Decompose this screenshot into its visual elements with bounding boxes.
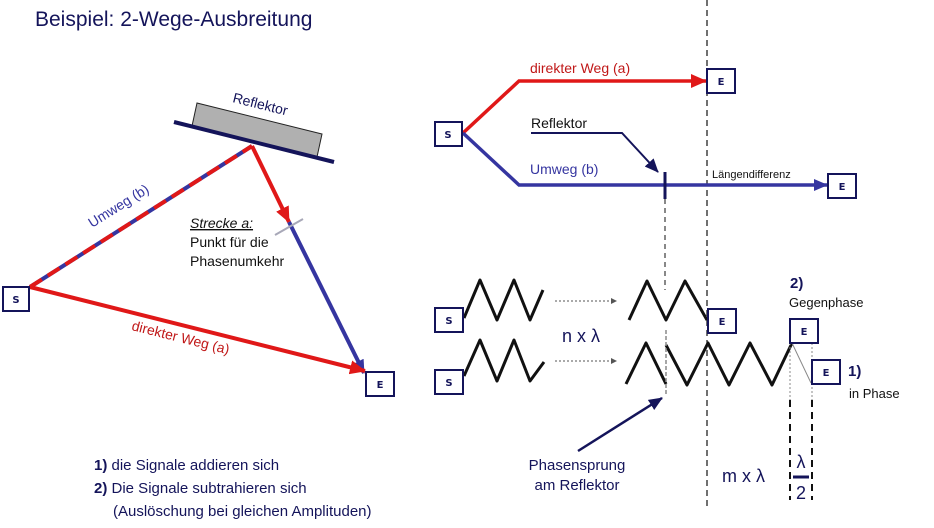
reflector-surface [173,120,335,164]
reflector-pointer-arrow [531,132,659,173]
wave-diagram: n x λ m x λ λ 2 2) Gegenphase 1) in Phas… [434,275,900,503]
detour-path-in-red [28,144,254,289]
wave-sender-bottom-box: S [434,369,464,395]
reflected-path-red [250,145,291,223]
received-wave-detour-a [624,341,668,385]
strecke-label: Strecke a: [190,215,253,231]
length-diff-label: Längendifferenz [712,169,791,181]
receiver-box: E [365,371,395,397]
svg-text:S: S [12,295,19,306]
inphase-number: 1) [848,363,861,380]
source-wave-top [462,278,545,322]
svg-text:E: E [718,77,725,88]
wave-sender-top-box: S [434,307,464,333]
page-title: Beispiel: 2-Wege-Ausbreitung [35,8,312,31]
received-wave-detour-b [664,341,794,387]
svg-text:S: S [444,130,451,141]
svg-text:S: S [445,378,452,389]
gegenphase-receiver-box: E [789,318,819,344]
phase-jump-label-2: am Reflektor [534,477,619,494]
phase-point-label-2: Phasenumkehr [190,253,285,269]
legend-item-2-num: 2) [94,480,107,497]
phase-point-marker [274,218,304,236]
svg-text:E: E [801,327,808,338]
wave-receiver-top-box: E [707,308,737,334]
inphase-connector [791,342,812,384]
lambda-half-numerator: λ [797,452,806,472]
svg-text:E: E [377,380,384,391]
right-top-diagram: direkter Weg (a) Umweg (b) Längendiffere… [434,0,857,510]
phase-jump-arrow [577,396,663,453]
detour-label: Umweg (b) [85,181,152,231]
svg-text:E: E [823,368,830,379]
direct-path [29,285,366,375]
legend-item-2: 2) Die Signale subtrahieren sich [94,480,307,497]
inphase-label: in Phase [849,386,900,401]
m-lambda-label: m x λ [722,466,765,486]
n-lambda-label: n x λ [562,326,600,346]
svg-text:E: E [719,317,726,328]
detour-path-right [461,131,828,191]
phase-point-label-1: Punkt für die [190,234,269,250]
gegenphase-label: Gegenphase [789,295,863,310]
legend-item-2-text: Die Signale subtrahieren sich [107,480,306,497]
sender-box-right: S [434,121,463,147]
reflector-label-right: Reflektor [531,115,587,131]
direct-receiver-box: E [706,68,736,94]
left-diagram: Reflektor Umweg (b) direkter Weg (a) Str… [2,89,395,397]
lambda-half-denominator: 2 [796,483,806,503]
inphase-receiver-box: E [811,359,841,385]
svg-text:S: S [445,316,452,327]
phase-jump-label-1: Phasensprung [529,457,626,474]
direct-label-right: direkter Weg (a) [530,60,630,76]
gegenphase-number: 2) [790,275,803,292]
detour-label-right: Umweg (b) [530,161,598,177]
legend-item-3: (Auslöschung bei gleichen Amplituden) [113,503,372,520]
legend: 1) die Signale addieren sich 2) Die Sign… [94,457,372,520]
direct-path-right [461,74,707,135]
svg-text:E: E [839,182,846,193]
legend-item-1: 1) die Signale addieren sich [94,457,279,474]
received-wave-direct [627,279,709,322]
reflected-path-blue [287,221,366,374]
sender-box: S [2,286,30,312]
detour-receiver-box: E [827,173,857,199]
source-wave-bottom [462,338,546,383]
legend-item-1-text: die Signale addieren sich [107,457,279,474]
legend-item-3-text: (Auslöschung bei gleichen Amplituden) [113,503,372,520]
legend-item-1-num: 1) [94,457,107,474]
